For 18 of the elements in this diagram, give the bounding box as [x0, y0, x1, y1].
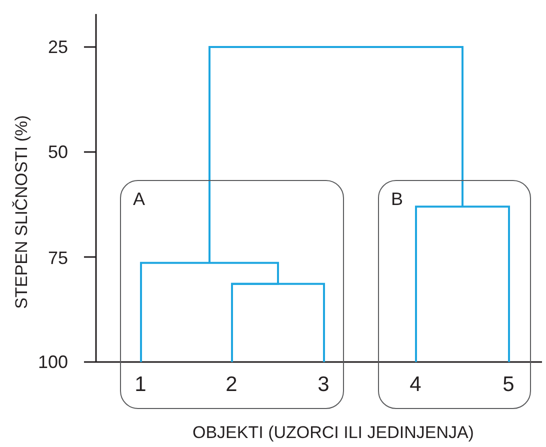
leaf-label: 3: [308, 362, 338, 396]
tick-label: 50: [48, 142, 68, 162]
axis-title: STEPEN SLIČNOSTI (%): [12, 115, 32, 309]
leaf-label: 1: [126, 362, 156, 396]
cluster-letter: A: [133, 189, 146, 209]
cluster-letter: B: [391, 189, 404, 209]
tick-label: 100: [38, 352, 68, 372]
leaf-label: 5: [494, 362, 524, 396]
cluster-box: [378, 180, 531, 409]
dendrogram-link: [208, 46, 464, 180]
tick-label: 75: [48, 248, 68, 268]
cluster-box: [120, 180, 344, 409]
leaf-label: 2: [216, 362, 246, 396]
leaf-label: 4: [400, 362, 430, 396]
axis-title: OBJEKTI (UZORCI ILI JEDINJENJA): [192, 423, 474, 443]
tick-label: 25: [48, 37, 68, 57]
dendrogram-link: [415, 206, 510, 362]
dendrogram-link: [140, 262, 279, 362]
